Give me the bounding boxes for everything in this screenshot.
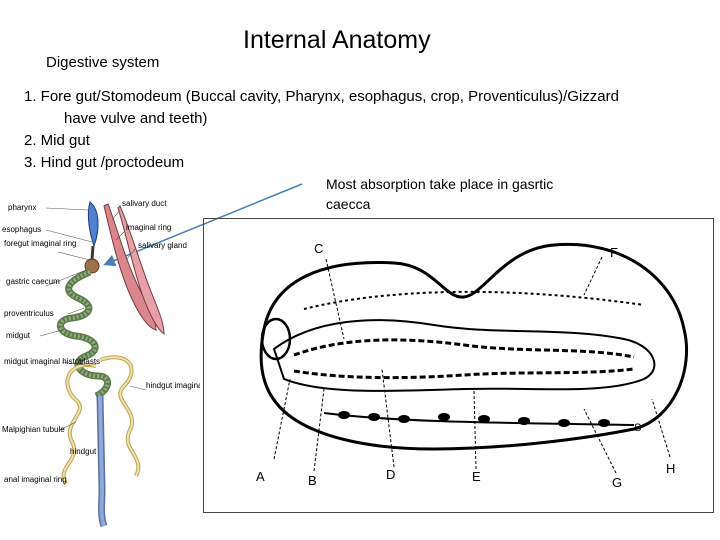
pharynx-shape <box>87 201 99 248</box>
label-malpighian-tubule: Malpighian tubule <box>2 425 65 434</box>
list-item-foregut-cont: have vulve and teeth) <box>64 110 208 127</box>
letter-e: E <box>472 469 481 484</box>
label-hindgut: hindgut <box>70 447 97 456</box>
letter-b: B <box>308 473 317 488</box>
letter-g: G <box>612 475 622 490</box>
label-pharynx: pharynx <box>8 203 36 212</box>
gut-wall-lower <box>293 367 635 380</box>
slide-subtitle: Digestive system <box>46 54 160 71</box>
gut-wall-upper <box>293 338 635 359</box>
letter-h: H <box>666 461 675 476</box>
salivary-gland-shape-2 <box>117 205 165 335</box>
malpighian-tubule-1-inner <box>99 356 140 477</box>
letter-c: C <box>314 241 323 256</box>
digestive-system-figure: pharynx salivary duct esophagus imaginal… <box>2 199 200 528</box>
malpighian-tubule-2 <box>61 363 97 485</box>
list-item-hindgut: 3. Hind gut /proctodeum <box>24 154 185 171</box>
digestive-list: 1. Fore gut/Stomodeum (Buccal cavity, Ph… <box>24 86 619 174</box>
letter-f: F <box>610 245 618 260</box>
absorption-note: Most absorption take place in gasrtic ca… <box>326 176 554 212</box>
letter-d: D <box>386 467 395 482</box>
label-salivary-duct: salivary duct <box>122 199 167 208</box>
label-midgut: midgut <box>6 331 31 340</box>
slide-title: Internal Anatomy <box>243 26 431 54</box>
label-gastric-caecum: gastric caecum <box>6 277 60 286</box>
gut-tube <box>272 319 656 392</box>
nerve-cord <box>323 412 635 426</box>
label-midgut-histoblasts: midgut imaginal histoblasts <box>4 357 100 366</box>
label-imaginal-ring: imaginal ring <box>126 223 171 232</box>
label-foregut-imaginal-ring: foregut imaginal ring <box>4 239 76 248</box>
label-proventriculus: proventriculus <box>4 309 54 318</box>
midgut-coil-inner <box>58 270 110 398</box>
hindgut-shape-inner <box>98 395 106 527</box>
label-anal-imaginal-ring: anal imaginal ring <box>4 475 67 484</box>
caecum-bulb <box>260 317 292 361</box>
letter-s: S <box>634 422 641 434</box>
malpighian-tubule-2-inner <box>62 364 97 485</box>
list-item-midgut: 2. Mid gut <box>24 132 90 149</box>
letter-a: A <box>256 469 265 484</box>
label-esophagus: esophagus <box>2 225 41 234</box>
label-hindgut-imaginal-ring: hindgut imaginal ring <box>146 381 200 390</box>
body-outline <box>259 242 689 451</box>
internal-anatomy-diagram: C F A B D E G H S <box>203 218 714 513</box>
list-item-foregut: 1. Fore gut/Stomodeum (Buccal cavity, Ph… <box>24 88 619 105</box>
nerve-cord-beads <box>338 411 610 427</box>
label-salivary-gland: salivary gland <box>138 241 187 250</box>
esophagus-shape <box>90 245 95 261</box>
